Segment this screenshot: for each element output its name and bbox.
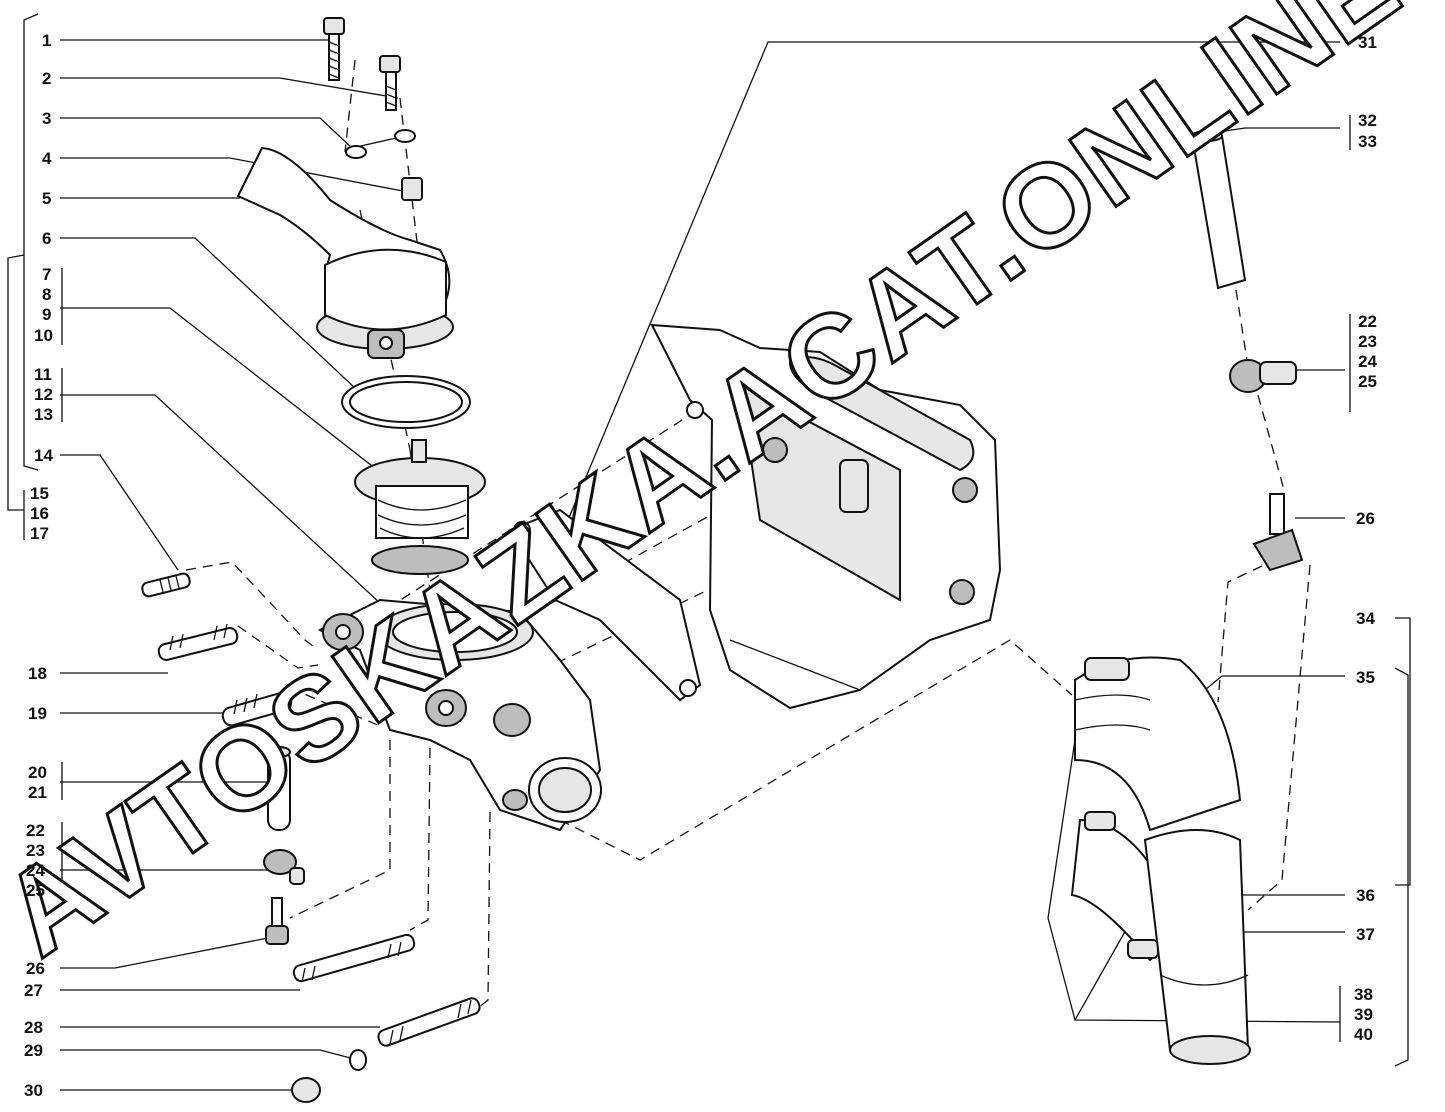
callout-27: 27	[24, 981, 43, 1000]
stud-27	[292, 933, 416, 983]
stud-18	[157, 623, 239, 661]
hose-20	[267, 746, 291, 831]
callout-34: 34	[1356, 609, 1375, 628]
callout-25-right: 25	[1358, 372, 1377, 391]
callout-labels: 1 2 3 4 5 6 7 8 9 10 11 12 13 14 15 16 1…	[24, 31, 1377, 1100]
callout-33: 33	[1358, 132, 1377, 151]
thermostat-housing	[317, 598, 602, 832]
callout-25: 25	[26, 881, 45, 900]
callout-28: 28	[24, 1018, 43, 1037]
fitting-26-left	[265, 897, 289, 945]
callout-2: 2	[42, 69, 51, 88]
fitting-26-right	[1252, 493, 1304, 572]
callout-31: 31	[1358, 33, 1377, 52]
hose-35	[1074, 656, 1242, 832]
callout-22: 22	[26, 821, 45, 840]
callout-35: 35	[1356, 668, 1375, 687]
thermostat	[354, 439, 486, 575]
pipe-32	[1190, 130, 1247, 290]
callout-23-right: 23	[1358, 332, 1377, 351]
clamp-22	[263, 849, 305, 885]
callout-19: 19	[28, 704, 47, 723]
callout-24: 24	[26, 861, 45, 880]
callout-18: 18	[28, 664, 47, 683]
callout-10: 10	[34, 326, 53, 345]
bolt-2	[379, 55, 401, 111]
stud-28	[377, 997, 481, 1047]
bolt-1	[323, 17, 345, 81]
callout-3: 3	[42, 109, 51, 128]
callout-30: 30	[24, 1081, 43, 1100]
callout-9: 9	[42, 305, 51, 324]
leader-lines	[60, 39, 1345, 1091]
callout-4: 4	[42, 149, 52, 168]
callout-40: 40	[1354, 1025, 1373, 1044]
callout-38: 38	[1354, 985, 1373, 1004]
callout-7: 7	[42, 265, 51, 284]
callout-17: 17	[30, 524, 49, 543]
callout-23: 23	[26, 841, 45, 860]
stud-14	[141, 572, 191, 598]
callout-12: 12	[34, 385, 53, 404]
stud-19	[221, 691, 293, 727]
bracket-lines-right	[1339, 115, 1411, 1067]
callout-14: 14	[34, 446, 53, 465]
callout-32: 32	[1358, 111, 1377, 130]
hose-37	[1143, 829, 1251, 1065]
callout-24-right: 24	[1358, 352, 1377, 371]
callout-1: 1	[42, 31, 51, 50]
callout-20: 20	[28, 763, 47, 782]
washer-3	[345, 129, 416, 159]
clip-4	[401, 177, 423, 201]
callout-39: 39	[1354, 1005, 1373, 1024]
seal-ring	[341, 375, 471, 429]
callout-8: 8	[42, 285, 51, 304]
thermostat-cover	[236, 146, 454, 359]
callout-6: 6	[42, 229, 51, 248]
callout-5: 5	[42, 189, 51, 208]
callout-26: 26	[26, 959, 45, 978]
cylinder-head	[650, 323, 1002, 710]
nut-30	[291, 1077, 321, 1103]
callout-26-right: 26	[1356, 509, 1375, 528]
washer-29	[349, 1049, 367, 1071]
callout-16: 16	[30, 504, 49, 523]
callout-11: 11	[34, 365, 52, 384]
gasket	[508, 508, 702, 702]
callout-21: 21	[28, 783, 47, 802]
callout-22-right: 22	[1358, 312, 1377, 331]
callout-29: 29	[24, 1041, 43, 1060]
callout-37: 37	[1356, 925, 1375, 944]
callout-36: 36	[1356, 886, 1375, 905]
callout-13: 13	[34, 405, 53, 424]
clamp-22-right	[1229, 359, 1297, 393]
callout-15: 15	[30, 484, 49, 503]
